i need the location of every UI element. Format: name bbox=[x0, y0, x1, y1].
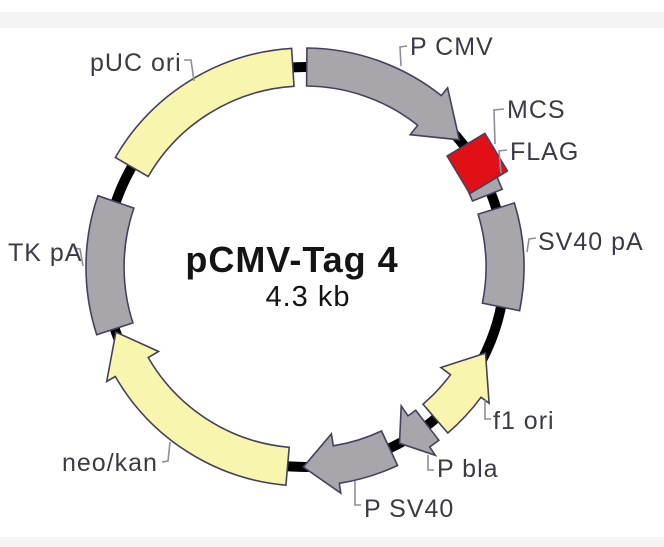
label-p-sv40: P SV40 bbox=[364, 495, 454, 523]
plasmid-title: pCMV-Tag 4 bbox=[185, 239, 398, 280]
feature-f1-ori bbox=[421, 352, 491, 435]
leader-f1-ori bbox=[484, 400, 491, 420]
feature-p-sv40 bbox=[302, 429, 399, 495]
feature-p-bla bbox=[398, 403, 441, 457]
top-window-strip bbox=[0, 12, 664, 28]
label-f1-ori: f1 ori bbox=[493, 407, 555, 435]
label-tk-pa: TK pA bbox=[8, 239, 82, 267]
plasmid-size-label: 4.3 kb bbox=[266, 281, 351, 313]
leader-puc-ori bbox=[184, 59, 195, 82]
label-mcs: MCS bbox=[507, 96, 566, 124]
label-flag: FLAG bbox=[510, 138, 579, 166]
feature-neo-kan bbox=[105, 330, 291, 487]
feature-flag bbox=[446, 132, 509, 195]
leader-p-cmv bbox=[399, 45, 408, 67]
label-layer: pUC ori P CMV MCS FLAG SV40 pA f1 ori P bla P S… bbox=[8, 33, 644, 523]
feature-layer bbox=[85, 47, 525, 495]
feature-tk-pa bbox=[85, 194, 135, 336]
label-neo-kan: neo/kan bbox=[62, 449, 158, 477]
feature-puc-ori bbox=[114, 47, 295, 178]
feature-p-cmv bbox=[305, 47, 461, 141]
leader-mcs bbox=[493, 108, 505, 145]
label-p-cmv: P CMV bbox=[410, 33, 494, 61]
label-p-bla: P bla bbox=[437, 455, 499, 483]
bottom-window-strip bbox=[0, 537, 664, 547]
leader-p-bla bbox=[427, 455, 434, 471]
leader-tk-pa bbox=[73, 247, 84, 267]
leader-sv40-pa bbox=[526, 237, 537, 253]
leader-flag bbox=[498, 149, 508, 174]
feature-sv40-pa bbox=[477, 202, 525, 312]
leader-p-sv40 bbox=[354, 481, 361, 506]
label-puc-ori: pUC ori bbox=[90, 49, 182, 77]
label-sv40-pa: SV40 pA bbox=[538, 228, 644, 256]
leader-neo-kan bbox=[161, 441, 171, 463]
